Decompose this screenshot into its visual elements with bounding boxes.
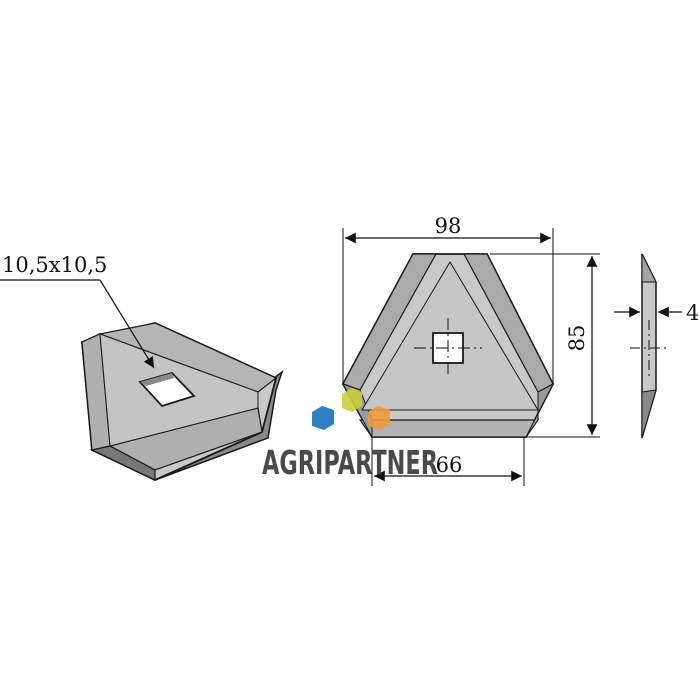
logo-cube-orange (368, 406, 390, 430)
height-label: 85 (565, 325, 589, 352)
blade-bevel-corner (90, 445, 156, 481)
thickness-dimension: 4 (614, 301, 699, 325)
hole-size-label: 10,5x10,5 (2, 253, 107, 277)
side-bevel-bottom (641, 389, 657, 439)
square-hole-inner-wall (140, 373, 174, 386)
logo-cube-yellow (342, 388, 362, 412)
thickness-label: 4 (686, 301, 699, 325)
height-dimension: 85 (490, 253, 600, 438)
logo-text: AGRIPARTNER (262, 443, 438, 482)
edge-label: 66 (436, 453, 463, 477)
blade-perspective-view (81, 322, 284, 481)
agripartner-logo: AGRIPARTNER (262, 388, 438, 482)
edge-dimension: 66 (371, 437, 525, 486)
side-bevel-top (641, 253, 657, 283)
width-label: 98 (435, 214, 462, 238)
hole-size-callout: 10,5x10,5 (0, 253, 155, 369)
logo-cube-blue (312, 406, 334, 430)
callout-leader (99, 279, 155, 369)
blade-side-view (630, 253, 668, 439)
front-bevel-corner-right (525, 382, 555, 438)
width-dimension: 98 (342, 214, 554, 384)
